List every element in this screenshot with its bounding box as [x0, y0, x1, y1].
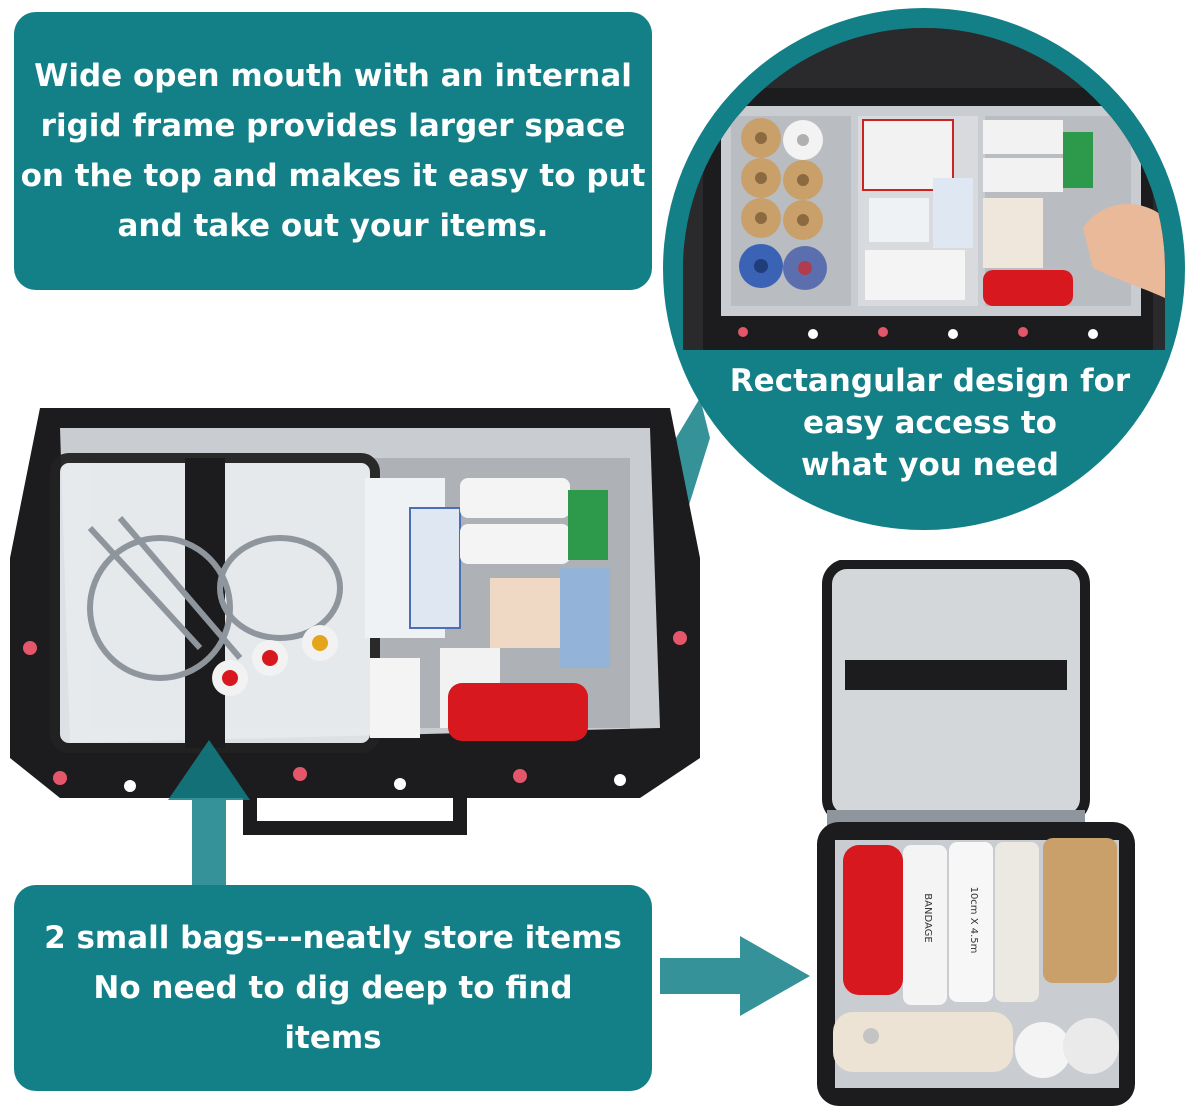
right-arrow-icon — [660, 936, 810, 1016]
instruments-in-pouch — [87, 516, 343, 681]
top-info-panel: Wide open mouth with an internal rigid f… — [14, 12, 652, 290]
bottom-panel-text: 2 small bags---neatly store items No nee… — [44, 920, 622, 1056]
up-arrow-icon — [168, 740, 250, 890]
bandage-label: BANDAGE — [922, 893, 933, 942]
small-pouch-photo: BANDAGE 10cm X 4.5m — [815, 560, 1140, 1110]
gauze-label: 10cm X 4.5m — [968, 887, 979, 954]
elastic-bandage-rolls — [739, 118, 827, 290]
bandage-rolls: BANDAGE 10cm X 4.5m — [903, 838, 1117, 1005]
main-bag-photo — [0, 398, 710, 848]
bottom-info-panel: 2 small bags---neatly store items No nee… — [14, 885, 652, 1091]
callout-text: Rectangular design for easy access to wh… — [729, 363, 1131, 483]
top-panel-text: Wide open mouth with an internal rigid f… — [20, 58, 646, 244]
heart-pattern — [23, 631, 687, 792]
